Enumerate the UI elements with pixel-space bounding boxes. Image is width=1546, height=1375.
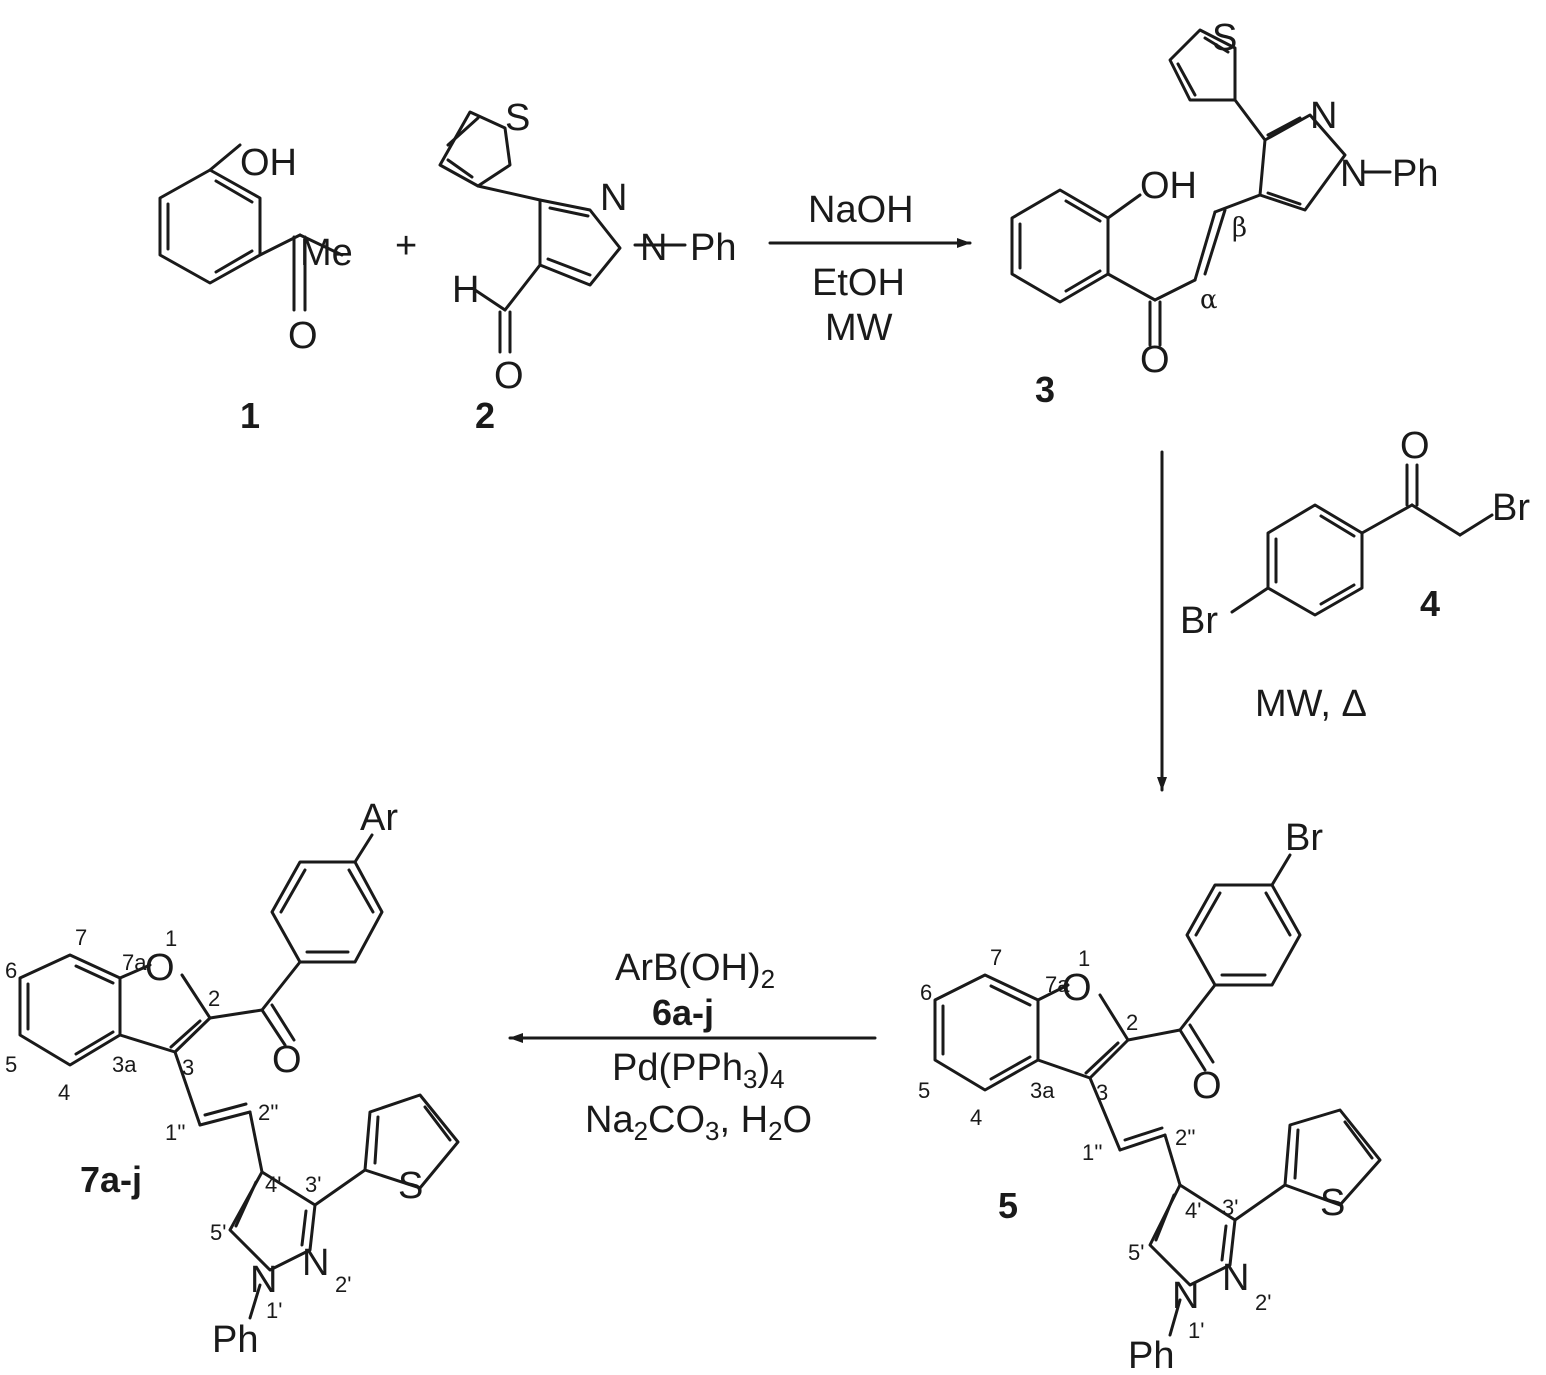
atom-s: S <box>505 97 530 139</box>
locant-2p: 2' <box>1255 1290 1271 1315</box>
locant-1pp: 1'' <box>1082 1140 1103 1165</box>
reagent-6a-j: 6a-j <box>652 992 714 1033</box>
compound-3-structure: OH O S N N Ph α β <box>1010 17 1438 381</box>
compound-label-3: 3 <box>1035 369 1055 410</box>
locant-7a: 7a <box>122 950 147 975</box>
atom-o-carbonyl: O <box>1192 1065 1222 1107</box>
atom-ph: Ph <box>1128 1335 1174 1375</box>
condition-mw: MW <box>825 307 893 349</box>
locant-4p: 4' <box>265 1172 281 1197</box>
locant-2: 2 <box>1126 1010 1138 1035</box>
atom-o-carbonyl: O <box>272 1039 302 1081</box>
atom-n1: N <box>640 227 667 269</box>
locant-7: 7 <box>75 925 87 950</box>
atom-n2: N <box>1222 1257 1249 1299</box>
locant-3a: 3a <box>1030 1078 1055 1103</box>
atom-oh: OH <box>1140 165 1197 207</box>
condition-mw-heat: MW, Δ <box>1255 683 1367 725</box>
atom-o: O <box>288 315 318 357</box>
locant-1: 1 <box>1078 946 1090 971</box>
locant-4p: 4' <box>1185 1198 1201 1223</box>
atom-me: Me <box>300 232 353 274</box>
locant-1p: 1' <box>266 1298 282 1323</box>
base-na2co3-h2o: Na2CO3, H2O <box>585 1099 812 1146</box>
atom-n1: N <box>1340 153 1367 195</box>
locant-4: 4 <box>970 1105 982 1130</box>
atom-o: O <box>1400 425 1430 467</box>
atom-br: Br <box>1285 817 1323 859</box>
atom-o-furan: O <box>1062 967 1092 1009</box>
atom-br: Br <box>1492 487 1530 529</box>
locant-3p: 3' <box>1222 1195 1238 1220</box>
atom-s: S <box>398 1165 423 1207</box>
locant-5: 5 <box>918 1078 930 1103</box>
atom-ar: Ar <box>360 797 398 839</box>
atom-n1: N <box>250 1259 277 1301</box>
locant-2p: 2' <box>335 1272 351 1297</box>
atom-h: H <box>452 269 479 311</box>
compound-5-structure: O O Br S N N Ph 1 7a 7 6 5 4 3a 3 2 1'' … <box>918 817 1382 1375</box>
atom-s: S <box>1320 1182 1345 1224</box>
reagent-naoh: NaOH <box>808 189 914 231</box>
locant-2pp: 2'' <box>1175 1125 1196 1150</box>
beta-label: β <box>1232 213 1247 243</box>
atom-n: N <box>1310 95 1337 137</box>
atom-br-aryl: Br <box>1180 600 1218 642</box>
locant-5p: 5' <box>210 1220 226 1245</box>
locant-3p: 3' <box>305 1172 321 1197</box>
locant-3: 3 <box>1096 1080 1108 1105</box>
compound-label-5: 5 <box>998 1185 1018 1226</box>
compound-2-structure: S N N Ph H O <box>438 97 736 397</box>
locant-3: 3 <box>182 1055 194 1080</box>
atom-s: S <box>1212 17 1237 59</box>
compound-label-4: 4 <box>1420 583 1440 624</box>
locant-2: 2 <box>208 986 220 1011</box>
compound-4-structure: O Br Br <box>1180 425 1530 642</box>
atom-oh: OH <box>240 142 297 184</box>
alpha-label: α <box>1200 285 1218 315</box>
compound-label-1: 1 <box>240 395 260 436</box>
locant-6: 6 <box>5 958 17 983</box>
locant-5: 5 <box>5 1052 17 1077</box>
atom-n1: N <box>1172 1275 1199 1317</box>
locant-5p: 5' <box>1128 1240 1144 1265</box>
atom-o-furan: O <box>145 947 175 989</box>
atom-o: O <box>494 355 524 397</box>
atom-n2: N <box>302 1242 329 1284</box>
reagent-arb-oh2: ArB(OH)2 <box>615 947 775 994</box>
locant-1p: 1' <box>1188 1318 1204 1343</box>
compound-label-7a-j: 7a-j <box>80 1159 142 1200</box>
locant-6: 6 <box>920 980 932 1005</box>
plus-sign: + <box>395 225 417 267</box>
compound-label-2: 2 <box>475 395 495 436</box>
catalyst-pd-pph3-4: Pd(PPh3)4 <box>612 1047 785 1094</box>
locant-3a: 3a <box>112 1052 137 1077</box>
locant-2pp: 2'' <box>258 1100 279 1125</box>
locant-4: 4 <box>58 1080 70 1105</box>
atom-n: N <box>600 177 627 219</box>
locant-1pp: 1'' <box>165 1120 186 1145</box>
locant-7: 7 <box>990 945 1002 970</box>
atom-o: O <box>1140 339 1170 381</box>
locant-1: 1 <box>165 926 177 951</box>
atom-ph: Ph <box>690 227 736 269</box>
locant-7a: 7a <box>1045 972 1070 997</box>
atom-ph: Ph <box>212 1319 258 1361</box>
atom-ph: Ph <box>1392 153 1438 195</box>
solvent-etoh: EtOH <box>812 262 905 304</box>
compound-7-structure: O O Ar S N N Ph 1 7a 7 6 5 4 3a 3 2 1'' … <box>5 797 460 1361</box>
compound-1-structure: OH Me O <box>158 142 353 357</box>
